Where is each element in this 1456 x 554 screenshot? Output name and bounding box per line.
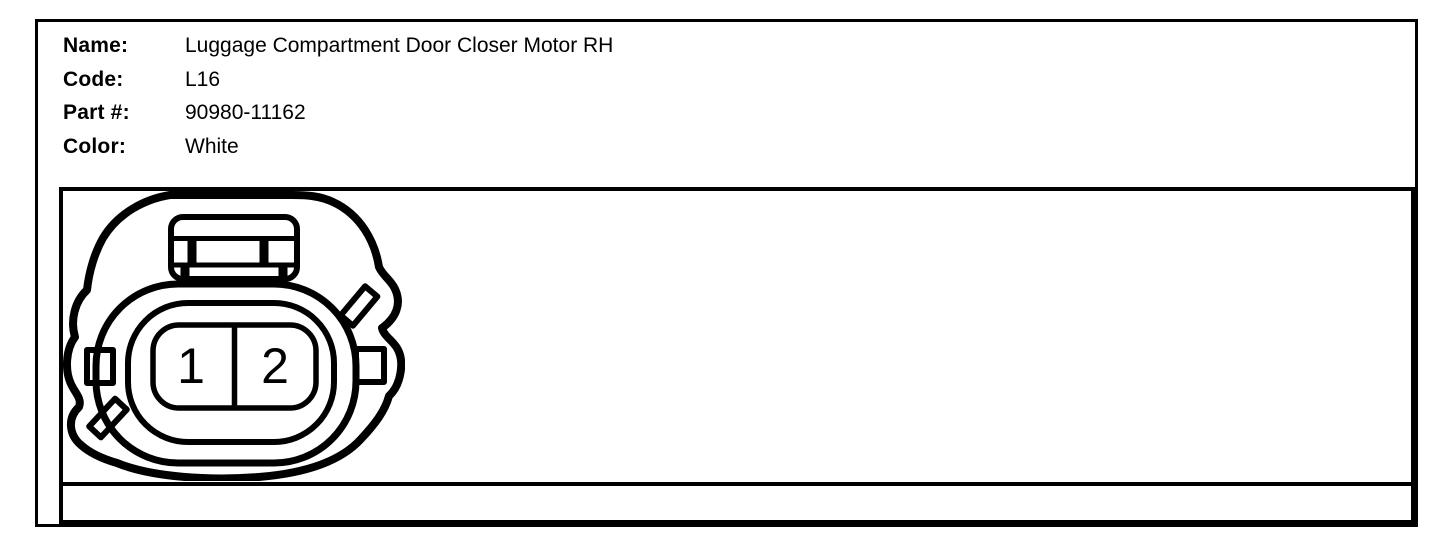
code-label: Code: <box>63 67 124 91</box>
corner-tab-upper-right <box>337 283 381 329</box>
field-row-part-number: Part #: 90980-11162 <box>63 96 613 130</box>
lock-tab-ladder <box>168 214 300 282</box>
pin-cavity <box>150 322 319 411</box>
connector-drawing-area: 1 2 <box>63 191 1411 486</box>
footer-empty-row <box>63 490 1411 520</box>
part-number-value: 90980-11162 <box>185 101 306 124</box>
field-row-code: Code: L16 <box>63 63 613 97</box>
pin-2-label: 2 <box>261 338 289 394</box>
seal-ring-outer <box>92 280 360 467</box>
part-number-label: Part #: <box>63 101 130 124</box>
name-value: Luggage Compartment Door Closer Motor RH <box>185 34 614 57</box>
seal-ring-inner <box>125 300 337 445</box>
name-label: Name: <box>63 34 129 57</box>
code-value: L16 <box>185 67 221 91</box>
field-row-color: Color: White <box>63 130 613 164</box>
pin-1-label: 1 <box>177 338 205 394</box>
connector-diagram-panel: 1 2 <box>59 187 1415 524</box>
connector-info-header: Name: Luggage Compartment Door Closer Mo… <box>63 29 613 163</box>
color-label: Color: <box>63 134 127 158</box>
color-value: White <box>185 134 239 158</box>
side-tab-right <box>353 346 387 385</box>
connector-spec-page: Name: Luggage Compartment Door Closer Mo… <box>35 19 1418 527</box>
connector-drawing: 1 2 <box>63 191 405 481</box>
field-row-name: Name: Luggage Compartment Door Closer Mo… <box>63 29 613 63</box>
